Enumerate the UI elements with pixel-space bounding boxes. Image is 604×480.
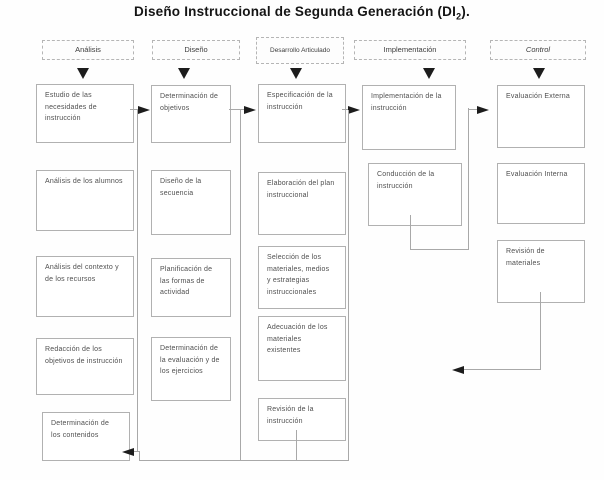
phase-header-diseno: Diseño <box>152 40 240 60</box>
connector-line <box>240 110 241 460</box>
connector-line <box>348 110 349 460</box>
connector-line <box>137 110 138 451</box>
process-box: Diseño de la secuencia <box>151 170 231 235</box>
arrow-left-icon <box>452 366 464 374</box>
connector-line <box>296 430 297 460</box>
arrow-down-icon <box>533 68 545 79</box>
process-box: Determinación de los contenidos <box>42 412 130 461</box>
process-box: Revisión de la instrucción <box>258 398 346 441</box>
arrow-right-icon <box>477 106 489 114</box>
process-box: Análisis del contexto y de los recursos <box>36 256 134 317</box>
arrow-left-icon <box>122 448 134 456</box>
title-main: Diseño Instruccional de Segunda Generaci… <box>134 4 457 19</box>
process-box: Análisis de los alumnos <box>36 170 134 231</box>
connector-line <box>410 249 469 250</box>
process-box: Estudio de las necesidades de instrucció… <box>36 84 134 143</box>
arrow-down-icon <box>178 68 190 79</box>
process-box: Revisión de materiales <box>497 240 585 303</box>
process-box: Elaboración del plan instruccional <box>258 172 346 235</box>
connector-line <box>468 109 477 110</box>
connector-line <box>139 460 349 461</box>
phase-header-analisis: Análisis <box>42 40 134 60</box>
arrow-right-icon <box>348 106 360 114</box>
connector-line <box>410 215 411 250</box>
page-title: Diseño Instruccional de Segunda Generaci… <box>0 4 604 22</box>
phase-header-control: Control <box>490 40 586 60</box>
connector-line <box>130 109 140 110</box>
connector-line <box>540 292 541 370</box>
connector-line <box>342 109 348 110</box>
phase-header-desarrollo: Desarrollo Articulado <box>256 37 344 64</box>
connector-line <box>134 451 140 452</box>
process-box: Especificación de la instrucción <box>258 84 346 143</box>
title-subscript: 2 <box>456 11 462 22</box>
process-box: Selección de los materiales, medios y es… <box>258 246 346 309</box>
connector-line <box>468 108 469 250</box>
process-box: Adecuación de los materiales existentes <box>258 316 346 381</box>
process-box: Implementación de la instrucción <box>362 85 456 150</box>
phase-header-implementacion: Implementación <box>354 40 466 60</box>
process-box: Conducción de la instrucción <box>368 163 462 226</box>
connector-line <box>229 109 244 110</box>
arrow-down-icon <box>423 68 435 79</box>
connector-line <box>139 451 140 461</box>
arrow-right-icon <box>138 106 150 114</box>
title-suffix: ). <box>461 4 470 19</box>
connector-line <box>464 369 541 370</box>
arrow-right-icon <box>244 106 256 114</box>
process-box: Planificación de las formas de actividad <box>151 258 231 317</box>
process-box: Evaluación Externa <box>497 85 585 148</box>
process-box: Determinación de la evaluación y de los … <box>151 337 231 401</box>
arrow-down-icon <box>77 68 89 79</box>
process-box: Determinación de objetivos <box>151 85 231 143</box>
process-box: Redacción de los objetivos de instrucció… <box>36 338 134 395</box>
arrow-down-icon <box>290 68 302 79</box>
process-box: Evaluación Interna <box>497 163 585 224</box>
